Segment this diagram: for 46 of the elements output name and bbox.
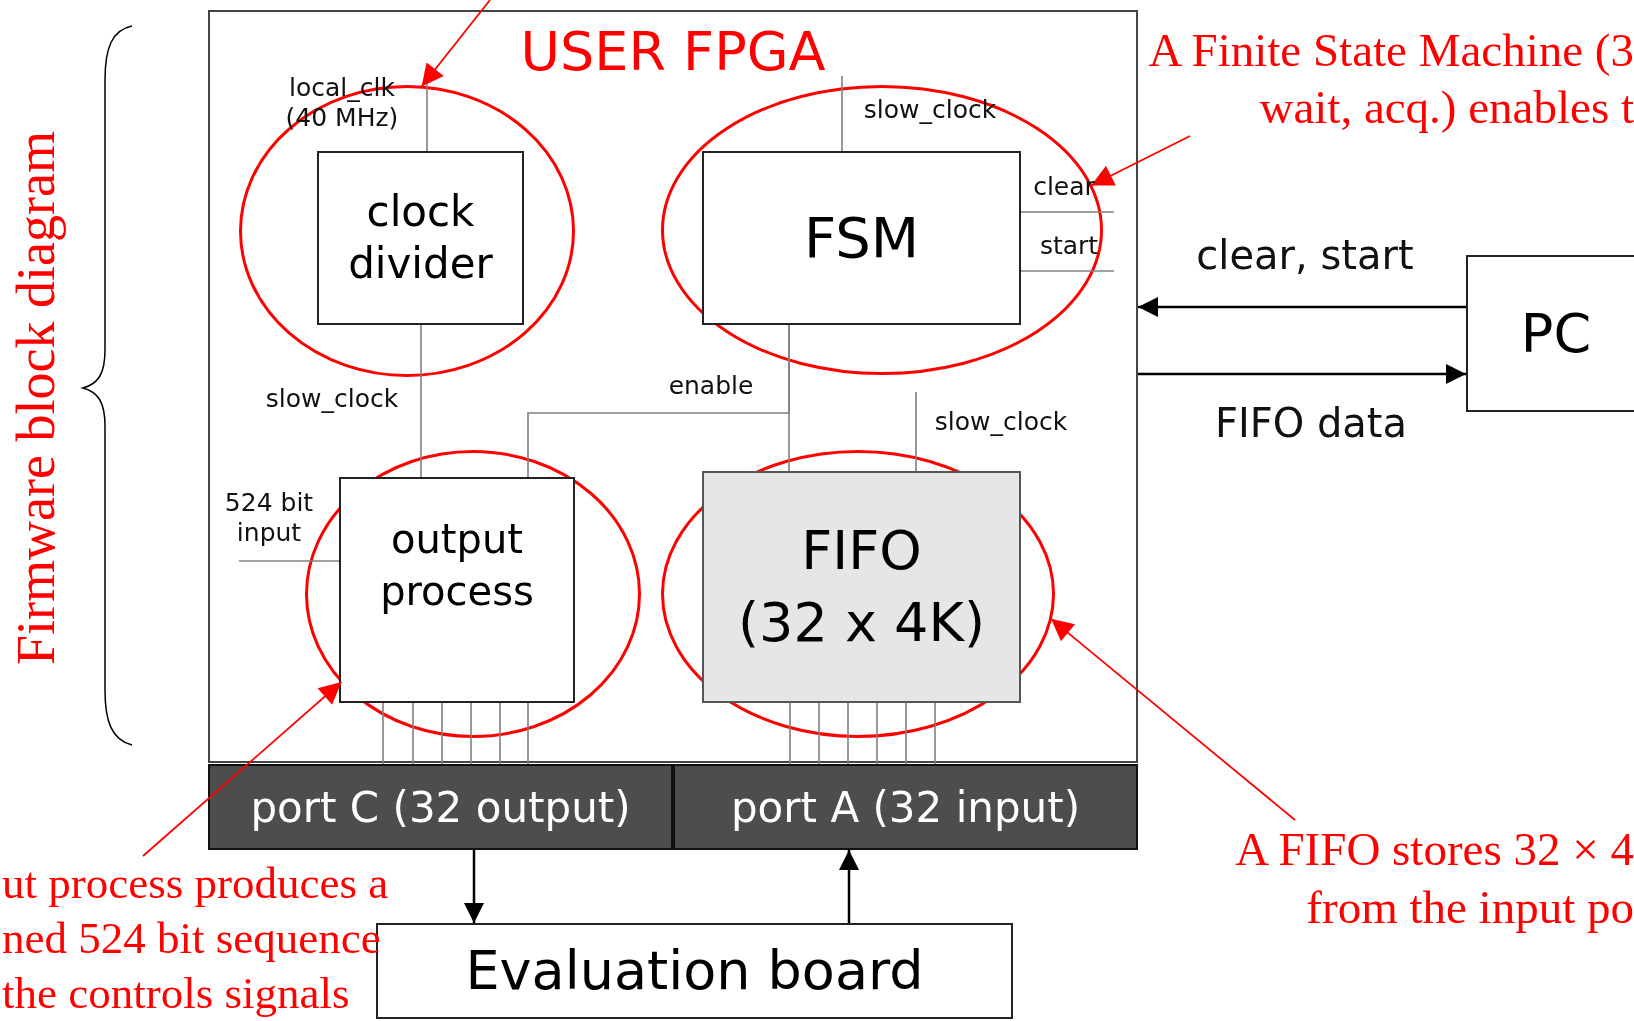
block-box xyxy=(317,151,524,325)
arrow xyxy=(839,850,859,923)
annotation-text: A Finite State Machine (3 wait, acq.) enables t xyxy=(1147,23,1634,135)
leader-arrow xyxy=(1050,617,1296,821)
bus-lines xyxy=(382,702,529,765)
annotation-text: A FIFO stores 32 × 4 from the input po xyxy=(1234,822,1634,935)
block-label: Evaluation board xyxy=(465,939,924,1003)
port-label: port A (32 input) xyxy=(730,782,1081,832)
port-bar xyxy=(208,764,673,850)
signal-label: FIFO data xyxy=(1213,400,1409,446)
block-label: (32 x 4K) xyxy=(738,590,985,656)
leader-arrow xyxy=(142,681,343,857)
block-box xyxy=(702,151,1021,325)
chip-boundary-box xyxy=(208,10,1138,763)
signal-label: slow_clock xyxy=(264,384,400,414)
block-label: FSM xyxy=(803,206,920,270)
signal-label: start xyxy=(1038,231,1100,261)
leader-arrow xyxy=(420,0,491,88)
bus-lines xyxy=(789,702,936,765)
signal-line xyxy=(788,324,790,472)
fifo-block-box xyxy=(702,471,1021,703)
arrow xyxy=(1138,297,1466,317)
signal-line xyxy=(915,391,917,472)
signal-label: slow_clock xyxy=(933,407,1069,437)
signal-line xyxy=(1020,211,1115,213)
arrow xyxy=(464,850,484,923)
port-label: port C (32 output) xyxy=(250,782,631,832)
block-box xyxy=(1466,255,1634,412)
signal-line xyxy=(841,75,843,152)
signal-label: enable xyxy=(667,371,755,401)
signal-line xyxy=(238,560,340,562)
block-label: PC xyxy=(1520,301,1592,366)
signal-label: clear, start xyxy=(1195,232,1415,278)
signal-label: 524 bit input xyxy=(223,488,315,548)
block-label: FIFO xyxy=(801,518,922,584)
signal-label: slow_clock xyxy=(862,95,998,125)
port-bar xyxy=(673,764,1138,850)
chip-title: USER FPGA xyxy=(519,20,827,84)
block-box xyxy=(339,477,575,703)
leader-arrow xyxy=(1090,135,1191,187)
block-label: clock divider xyxy=(347,186,494,290)
arrow xyxy=(1138,364,1466,384)
side-label: Firmware block diagram xyxy=(5,130,67,667)
block-label: output process xyxy=(379,515,535,616)
signal-line xyxy=(420,324,422,478)
signal-line xyxy=(1020,270,1115,272)
